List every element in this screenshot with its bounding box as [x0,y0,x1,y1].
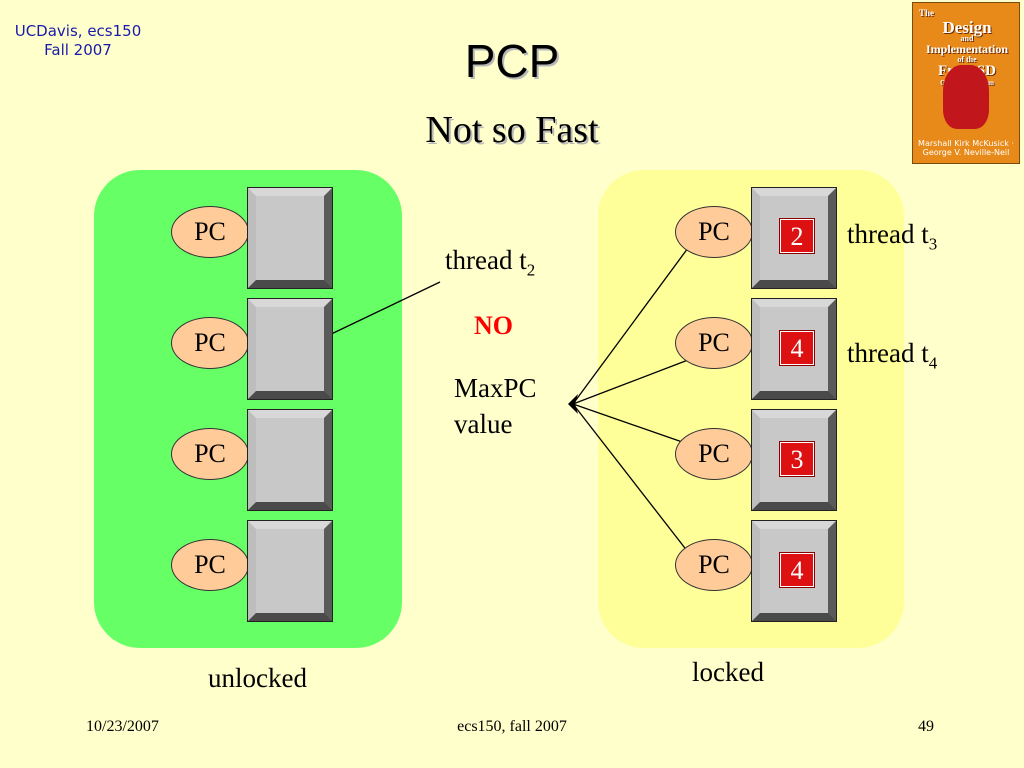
slide-subtitle: Not so Fast [425,109,599,151]
book-title-line: Design [942,18,992,37]
thread-label-text: thread t [847,219,929,249]
book-cover-image: The Design and Implementation of the Fre… [912,2,1020,164]
pc-oval: PC [171,206,249,258]
pc-slot [247,409,333,511]
book-title-line: and [960,34,974,43]
maxpc-label: MaxPC value [454,370,537,442]
pc-slot [247,298,333,400]
thread-label-sub: 4 [928,353,938,373]
maxpc-line-3 [572,403,689,445]
maxpc-line: MaxPC [454,373,537,403]
book-title-line: Implementation [926,42,1008,56]
thread-label-text: thread t [847,338,929,368]
pc-slot [751,520,837,622]
pc-oval: PC [675,317,753,369]
pc-value-badge: 3 [779,441,815,477]
daemon-mascot-icon [943,65,989,129]
thread-t2-label: thread t2 [445,244,535,286]
unlocked-caption: unlocked [208,663,307,693]
pc-slot [247,520,333,622]
pc-value-badge: 4 [779,552,815,588]
pc-value-badge: 4 [779,330,815,366]
footer-date: 10/23/2007 [86,718,159,735]
thread-t4-label: thread t4 [847,337,937,379]
slide-number: 49 [918,718,934,735]
course-line-1: UCDavis, ecs150 [14,22,142,40]
book-title-line: The [919,8,935,18]
maxpc-line: value [454,409,513,439]
pc-oval: PC [171,428,249,480]
pc-oval: PC [171,539,249,591]
maxpc-line-1 [572,247,689,405]
footer-course: ecs150, fall 2007 [457,718,567,735]
pc-slot [247,187,333,289]
no-label: NO [474,311,513,340]
book-title-line: of the [957,55,977,64]
pc-oval: PC [675,206,753,258]
thread-t3-label: thread t3 [847,218,937,260]
pc-oval: PC [675,428,753,480]
thread-label-sub: 2 [526,260,536,280]
thread-label-text: thread t [445,245,527,275]
maxpc-line-4 [572,403,689,553]
course-line-2: Fall 2007 [44,41,112,59]
pc-oval: PC [171,317,249,369]
slide-title: PCP [464,35,560,87]
book-authors: Marshall Kirk McKusick · George V. Nevil… [918,139,1014,157]
maxpc-line-2 [572,359,689,405]
pc-oval: PC [675,539,753,591]
pc-value-badge: 2 [779,218,815,254]
maxpc-arrowhead [568,394,578,414]
course-label: UCDavis, ecs150 Fall 2007 [8,22,148,60]
locked-caption: locked [692,657,764,687]
thread-label-sub: 3 [928,234,938,254]
